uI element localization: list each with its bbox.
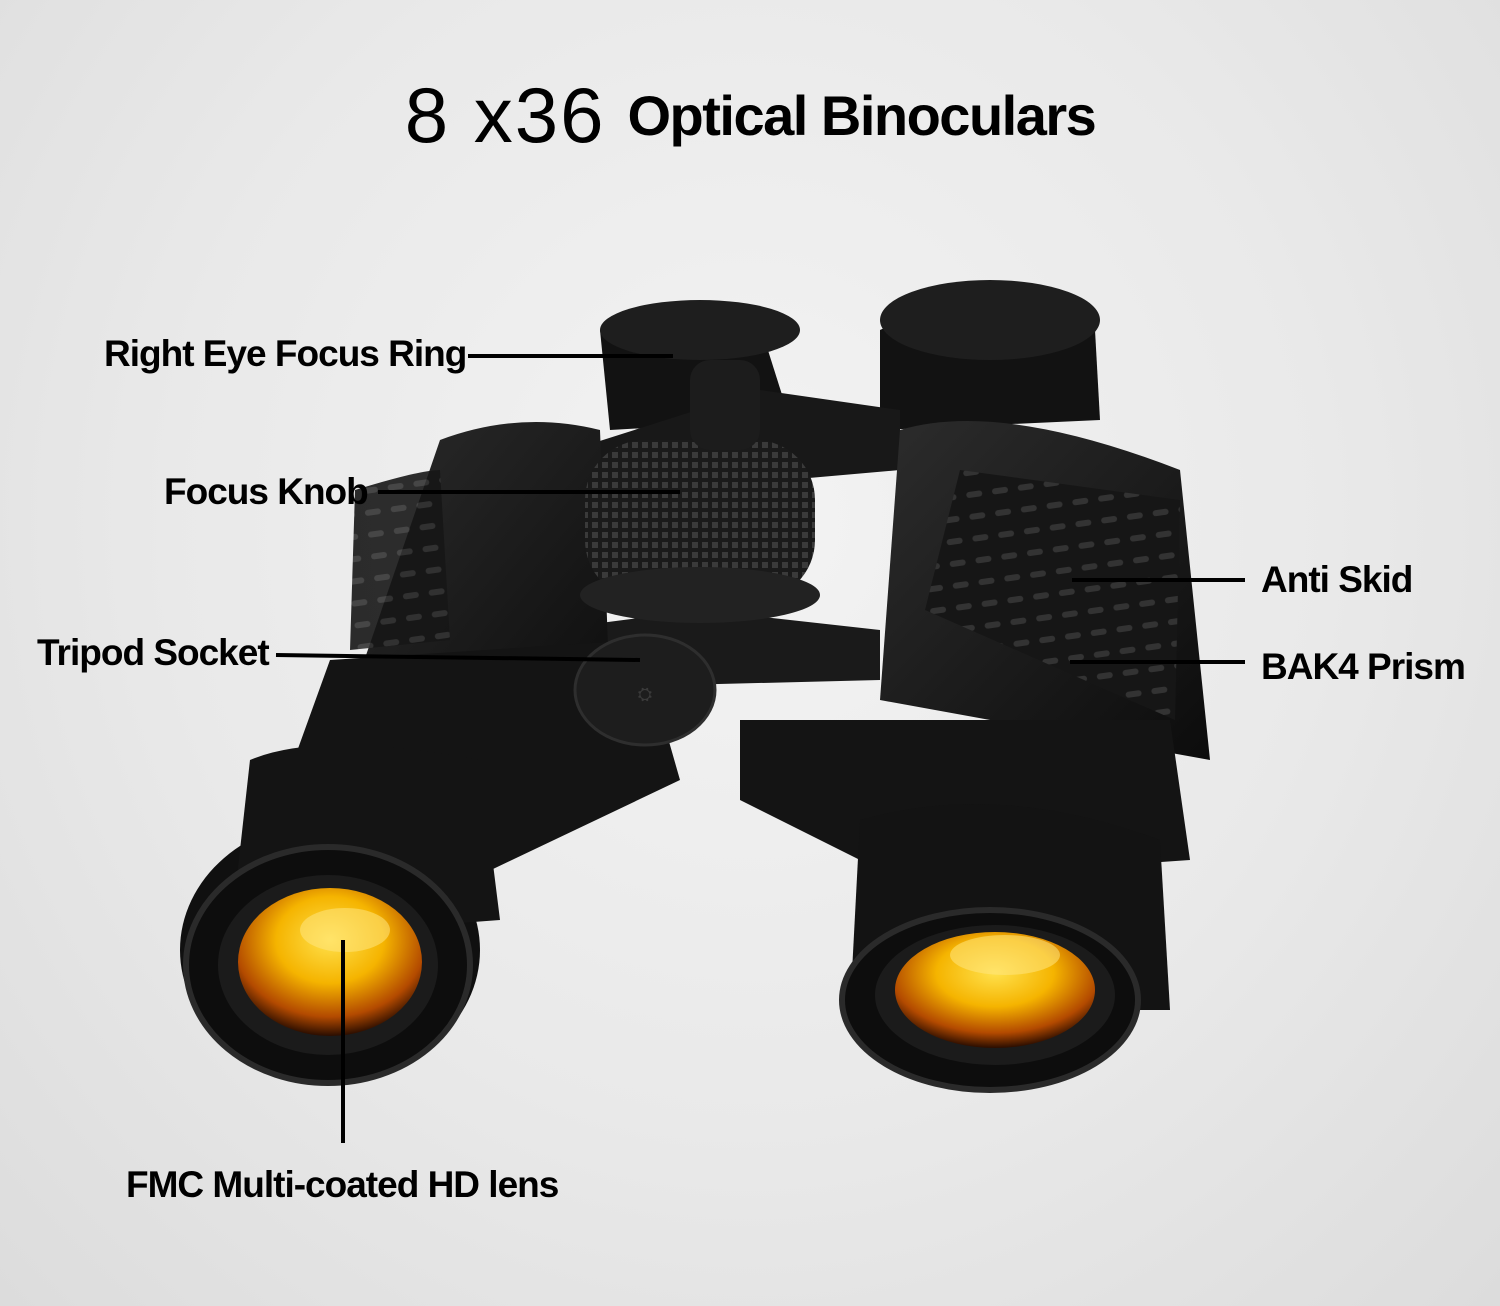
tripod-socket-cap: ⛭ [573, 633, 717, 747]
label-right-eye-focus-ring: Right Eye Focus Ring [104, 333, 467, 374]
focus-knob-shape [580, 360, 820, 623]
leader-tripod-socket [275, 653, 641, 662]
right-objective-lens [839, 907, 1141, 1093]
svg-text:⛭: ⛭ [638, 684, 652, 705]
label-tripod-socket: Tripod Socket [37, 632, 270, 673]
leader-lines [275, 354, 1245, 1143]
label-bak4-prism: BAK4 Prism [1261, 646, 1466, 687]
left-objective-lens [183, 844, 473, 1086]
label-lens: FMC Multi-coated HD lens [126, 1164, 559, 1205]
label-focus-knob: Focus Knob [164, 471, 369, 512]
label-anti-skid: Anti Skid [1261, 559, 1413, 600]
product-name: Optical Binoculars [627, 84, 1097, 147]
product-title: 8 x36 Optical Binoculars [0, 70, 1500, 161]
magnification-spec: 8 x36 [404, 71, 606, 159]
